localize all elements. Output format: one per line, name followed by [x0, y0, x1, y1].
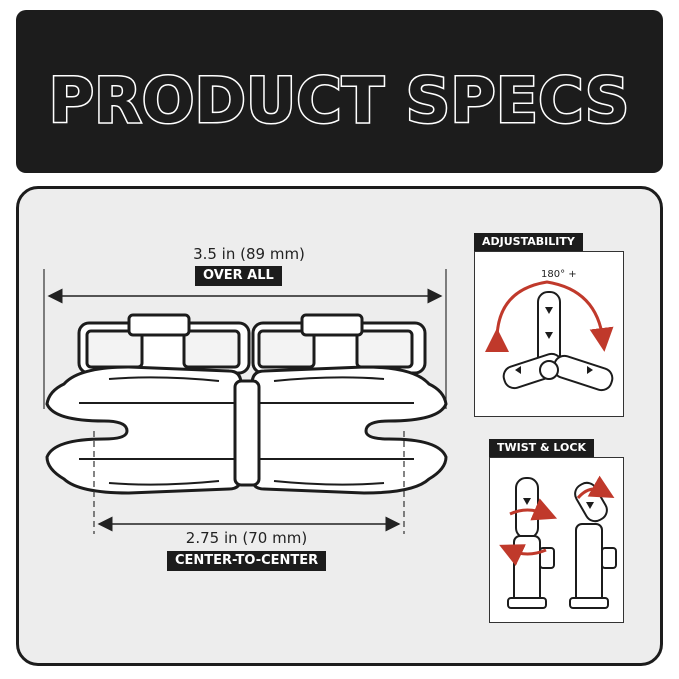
dual-socket-arm-drawing	[43, 269, 448, 534]
rotation-arrow-icon	[484, 280, 614, 353]
overall-dimension-line	[43, 269, 447, 409]
center-dimension-line	[93, 431, 405, 534]
right-knob	[251, 313, 427, 375]
banner-title: PRODUCT SPECS	[49, 64, 630, 137]
twist-lock-illustration	[499, 475, 617, 609]
adjustability-angle: 180° +	[541, 269, 577, 280]
left-arm	[45, 365, 243, 495]
twist-lock-tab: TWIST & LOCK	[489, 439, 594, 457]
overall-label: OVER ALL	[195, 266, 282, 286]
center-measure: 2.75 in (70 mm)	[185, 529, 308, 547]
specs-panel: 3.5 in (89 mm) OVER ALL 2.75 in (70 mm) …	[16, 186, 663, 666]
left-knob	[77, 313, 251, 375]
adjustability-tab: ADJUSTABILITY	[474, 233, 583, 251]
right-arm	[250, 365, 448, 495]
overall-measure: 3.5 in (89 mm)	[193, 245, 305, 263]
twist-lock-inset	[489, 457, 624, 623]
twist-arrow-icon	[499, 544, 547, 566]
adjustability-inset	[474, 251, 624, 417]
lock-arrow-icon	[576, 475, 615, 500]
center-joint	[233, 379, 261, 487]
twist-arrow-icon	[509, 498, 558, 521]
title-banner: PRODUCT SPECS	[16, 10, 663, 173]
title-banner-art: PRODUCT SPECS	[47, 63, 631, 139]
adjustability-illustration	[484, 280, 614, 392]
center-label: CENTER-TO-CENTER	[167, 551, 327, 571]
